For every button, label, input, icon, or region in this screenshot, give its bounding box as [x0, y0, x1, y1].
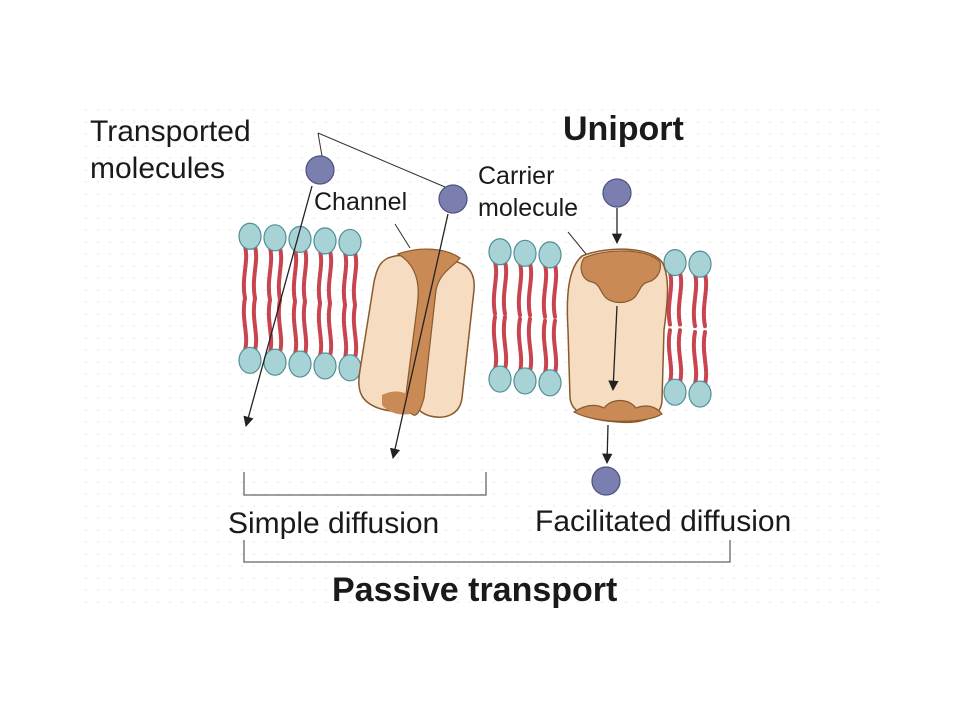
simple-diffusion-arrow-2 — [389, 213, 449, 460]
lipid-head — [263, 224, 287, 252]
transported-molecule-1 — [305, 155, 335, 185]
channel-protein-lower-shading — [382, 391, 414, 415]
lipid-head — [488, 238, 512, 266]
lipid-head — [538, 369, 562, 397]
facilitated-diffusion-label: Facilitated diffusion — [535, 505, 791, 538]
lipid-heads — [238, 222, 712, 408]
lipid-tail — [491, 259, 499, 316]
lipid-head — [663, 378, 687, 406]
transported-molecules-label-line2: molecules — [90, 152, 225, 185]
lipid-tail — [251, 244, 259, 301]
transported-molecule-3 — [602, 178, 632, 208]
lipid-tail — [541, 262, 549, 319]
leader-line-carrier — [567, 231, 587, 255]
passive-transport-label: Passive transport — [332, 571, 617, 609]
lipid-tail — [516, 316, 524, 373]
passive-transport-bracket — [243, 540, 731, 563]
transported-molecule-2 — [438, 184, 468, 214]
simple-diffusion-label: Simple diffusion — [228, 507, 439, 540]
lipid-head — [688, 380, 712, 408]
lipid-tail — [666, 328, 674, 385]
lipid-head — [513, 239, 537, 267]
lipid-tail — [341, 303, 349, 360]
lipid-tail — [501, 259, 509, 316]
uniport-label: Uniport — [563, 110, 684, 148]
lipid-tail — [701, 330, 709, 387]
lipid-tail — [691, 330, 699, 387]
lipid-tail — [291, 300, 299, 357]
lipid-head — [288, 350, 312, 378]
carrier-arrow-out — [602, 424, 613, 465]
lipid-tail — [241, 296, 249, 353]
carrier-arrow-through — [608, 305, 619, 392]
lipid-tails — [241, 244, 709, 387]
simple-diffusion-arrow-1 — [243, 185, 313, 428]
lipid-tail — [526, 261, 534, 318]
lipid-tail — [351, 303, 359, 360]
lipid-head — [688, 250, 712, 278]
lipid-tail — [676, 328, 684, 385]
lipid-tail — [276, 245, 284, 302]
lipid-head — [338, 228, 362, 257]
carrier-molecule-label-line1: Carrier — [478, 162, 554, 190]
lipid-tail — [301, 300, 309, 357]
leader-line-molecule-2 — [317, 132, 446, 188]
lipid-head — [338, 354, 362, 382]
leader-line-channel — [394, 223, 411, 249]
channel-label: Channel — [314, 188, 407, 216]
carrier-molecule-label-line2: molecule — [478, 194, 578, 222]
lipid-tail — [326, 248, 334, 305]
lipid-head — [488, 365, 512, 393]
carrier-protein — [566, 248, 669, 424]
lipid-head — [513, 367, 537, 395]
lipid-tail — [291, 247, 299, 304]
lipid-tail — [266, 298, 274, 355]
figure-background — [85, 105, 880, 610]
lipid-tail — [301, 247, 309, 304]
channel-protein — [358, 248, 475, 418]
lipid-head — [263, 348, 287, 376]
lipid-tail — [316, 248, 324, 305]
lipid-tail — [666, 270, 674, 327]
lipid-tail — [551, 318, 559, 375]
lipid-tail — [351, 250, 359, 307]
carrier-protein-bottom-domain — [572, 399, 663, 422]
lipid-tail — [541, 318, 549, 375]
lipid-tail — [341, 250, 349, 307]
lipid-tail — [691, 272, 699, 329]
lipid-tail — [316, 301, 324, 358]
lipid-tail — [326, 301, 334, 358]
lipid-head — [663, 248, 687, 277]
lipid-head — [313, 352, 337, 380]
lipid-head — [238, 346, 262, 374]
leader-line-molecule-1 — [317, 132, 323, 157]
simple-diffusion-bracket — [243, 472, 487, 496]
transported-molecule-4 — [591, 466, 621, 496]
lipid-tail — [241, 244, 249, 301]
lipid-tail — [276, 298, 284, 355]
lipid-tail — [551, 262, 559, 319]
lipid-head — [313, 227, 337, 255]
lipid-tail — [516, 261, 524, 318]
lipid-head — [288, 225, 312, 253]
channel-protein-center-shading — [396, 248, 461, 416]
lipid-head — [238, 222, 262, 250]
transported-molecules-label-line1: Transported — [90, 115, 251, 148]
lipid-tail — [701, 272, 709, 329]
lipid-tail — [501, 315, 509, 372]
lipid-tail — [491, 315, 499, 372]
carrier-protein-top-domain — [580, 250, 661, 304]
lipid-tail — [676, 270, 684, 327]
lipid-head — [538, 241, 562, 269]
lipid-tail — [266, 245, 274, 302]
lipid-tail — [526, 316, 534, 373]
lipid-tail — [251, 296, 259, 353]
